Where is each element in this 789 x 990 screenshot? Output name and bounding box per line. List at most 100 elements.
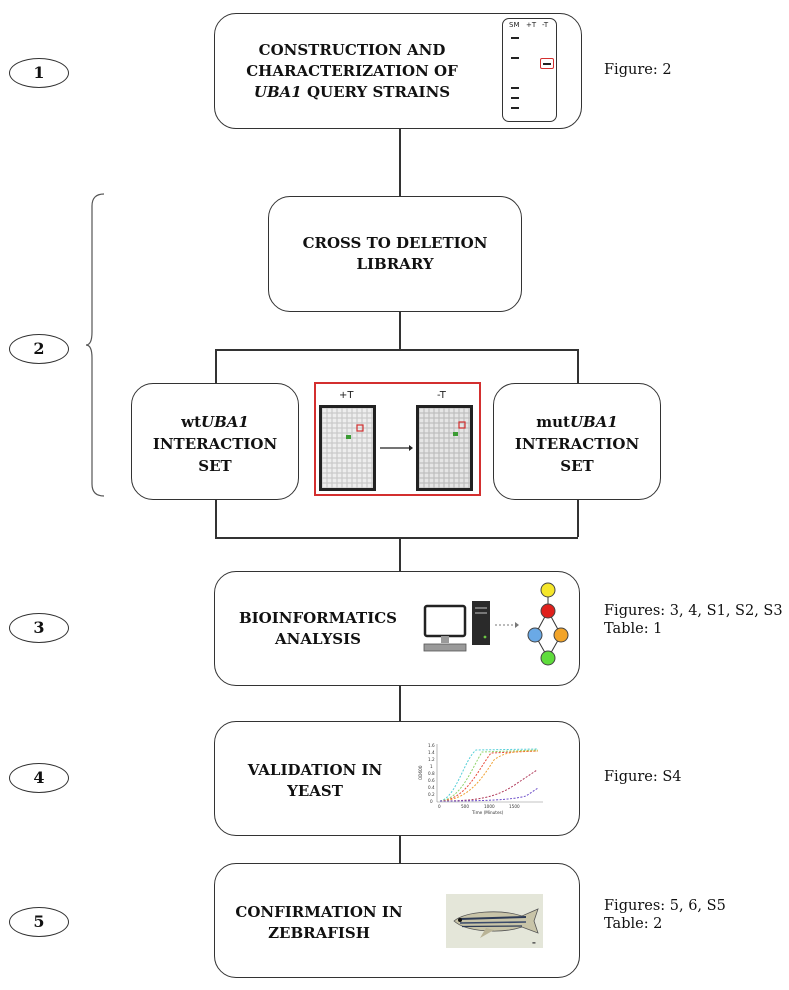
- mut-title-line2: INTERACTION: [514, 435, 640, 453]
- growth-xtick-3: 1000: [484, 804, 495, 809]
- growth-ytick-7: 0.4: [428, 785, 435, 790]
- wt-interaction-set-title: wtUBA1 INTERACTION SET: [131, 411, 299, 477]
- plate-plus-t: [319, 405, 376, 491]
- growth-ytick-6: 0.6: [428, 778, 435, 783]
- step-number-2: 2: [9, 334, 69, 364]
- node-blue: [527, 627, 543, 643]
- ladder-band: [511, 87, 519, 89]
- step4-title-line2: YEAST: [287, 782, 343, 800]
- step5-title-line2: ZEBRAFISH: [268, 924, 370, 942]
- step5-refs: Figures: 5, 6, S5 Table: 2: [604, 897, 726, 933]
- growth-ylabel: OD600: [418, 765, 423, 780]
- step-number-1: 1: [9, 58, 69, 88]
- step2-bracket: [86, 193, 105, 497]
- gel-highlight-box: [540, 58, 554, 69]
- growth-xtick-1: 0: [438, 804, 441, 809]
- step3-refs: Figures: 3, 4, S1, S2, S3 Table: 1: [604, 602, 783, 638]
- growth-ytick-3: 1.2: [428, 757, 435, 762]
- wt-interaction-set-box: [131, 383, 299, 500]
- plate-minus-t: [416, 405, 473, 491]
- step2-title-line1: CROSS TO DELETION: [302, 234, 488, 252]
- ladder-band: [511, 107, 519, 109]
- gel-lane-label-plus-t: +T: [526, 21, 537, 29]
- step-number-4: 4: [9, 763, 69, 793]
- growth-xlabel: Time (Minutes): [471, 810, 504, 815]
- growth-xtick-4: 1500: [509, 804, 520, 809]
- step2-title-line2: LIBRARY: [356, 255, 434, 273]
- mut-interaction-set-title: mutUBA1 INTERACTION SET: [493, 411, 661, 477]
- step4-refs: Figure: S4: [604, 769, 682, 785]
- step3-title: BIOINFORMATICS ANALYSIS: [228, 608, 408, 650]
- connector-merge-3: [399, 537, 401, 572]
- step1-title-line3-rest: QUERY STRAINS: [301, 83, 451, 101]
- wt-title-line3: SET: [198, 457, 232, 475]
- merge-bar: [215, 537, 578, 539]
- plate-arrow: [380, 445, 413, 451]
- growth-ytick-1: 1.6: [428, 743, 435, 748]
- ladder-band: [511, 57, 519, 59]
- step3-title-line1: BIOINFORMATICS: [238, 609, 398, 627]
- step1-title-line2: CHARACTERIZATION OF: [246, 62, 458, 80]
- gel-lane-label-sm: SM: [509, 21, 520, 29]
- growth-xtick-2: 500: [461, 804, 469, 809]
- zebrafish-image: ▬: [446, 894, 543, 948]
- ladder-band: [511, 97, 519, 99]
- mut-prefix: mut: [536, 413, 570, 431]
- step5-refs-line1: Figures: 5, 6, S5: [604, 898, 726, 914]
- gel-lane-label-minus-t: -T: [542, 21, 549, 29]
- step1-title-line1: CONSTRUCTION AND: [258, 41, 446, 59]
- wt-title-line2: INTERACTION: [152, 435, 278, 453]
- growth-ytick-2: 1.4: [428, 750, 435, 755]
- step4-box: [214, 721, 580, 836]
- step3-refs-line1: Figures: 3, 4, S1, S2, S3: [604, 603, 783, 619]
- merge-left: [215, 500, 217, 537]
- svg-text:▬: ▬: [532, 940, 536, 945]
- step3-refs-line2: Table: 1: [604, 621, 663, 637]
- mut-title-line1: mutUBA1: [493, 411, 661, 433]
- wt-gene-italic: UBA1: [201, 413, 249, 431]
- connector-3-4: [399, 685, 401, 722]
- computer-icon: [423, 601, 490, 652]
- step5-title: CONFIRMATION IN ZEBRAFISH: [226, 902, 412, 944]
- growth-ytick-8: 0.2: [428, 792, 435, 797]
- step3-box: [214, 571, 580, 686]
- mut-interaction-set-box: [493, 383, 661, 500]
- connector-4-5: [399, 835, 401, 864]
- mut-title-line3: SET: [560, 457, 594, 475]
- merge-right: [577, 500, 579, 537]
- split-bar: [215, 349, 578, 351]
- step2-box: [268, 196, 522, 312]
- node-orange: [553, 627, 569, 643]
- step1-gene-italic: UBA1: [253, 83, 302, 101]
- step-number-5: 5: [9, 907, 69, 937]
- step3-title-line2: ANALYSIS: [275, 630, 361, 648]
- plate-label-minus-t: -T: [437, 390, 446, 401]
- wt-title-line1: wtUBA1: [131, 411, 299, 433]
- step2-title: CROSS TO DELETION LIBRARY: [268, 233, 522, 275]
- gel-image: SM +T -T: [502, 18, 557, 122]
- gel-band-minus-t: [543, 63, 551, 65]
- split-right: [577, 349, 579, 384]
- dotted-arrow: [495, 622, 519, 628]
- growth-curve-plot: 1.6 1.4 1.2 1 0.8 0.6 0.4 0.2 0 0 500 10…: [418, 743, 543, 815]
- step1-title: CONSTRUCTION AND CHARACTERIZATION OF UBA…: [222, 40, 482, 103]
- growth-ytick-5: 0.8: [428, 771, 435, 776]
- node-red: [540, 603, 556, 619]
- step-number-3: 3: [9, 613, 69, 643]
- node-yellow: [540, 582, 556, 598]
- step4-title: VALIDATION IN YEAST: [230, 760, 400, 802]
- mut-gene-italic: UBA1: [569, 413, 618, 431]
- growth-ytick-4: 1: [430, 764, 433, 769]
- connector-1-2: [399, 128, 401, 197]
- step5-title-line1: CONFIRMATION IN: [235, 903, 403, 921]
- step1-title-line3: UBA1 QUERY STRAINS: [222, 82, 482, 103]
- split-left: [215, 349, 217, 384]
- network-graph: [527, 582, 569, 666]
- plate-label-plus-t: +T: [339, 390, 354, 401]
- growth-ytick-9: 0: [430, 799, 433, 804]
- step5-refs-line2: Table: 2: [604, 916, 663, 932]
- ladder-band: [511, 37, 519, 39]
- step4-title-line1: VALIDATION IN: [247, 761, 383, 779]
- step1-refs: Figure: 2: [604, 62, 672, 78]
- connector-2-split: [399, 312, 401, 349]
